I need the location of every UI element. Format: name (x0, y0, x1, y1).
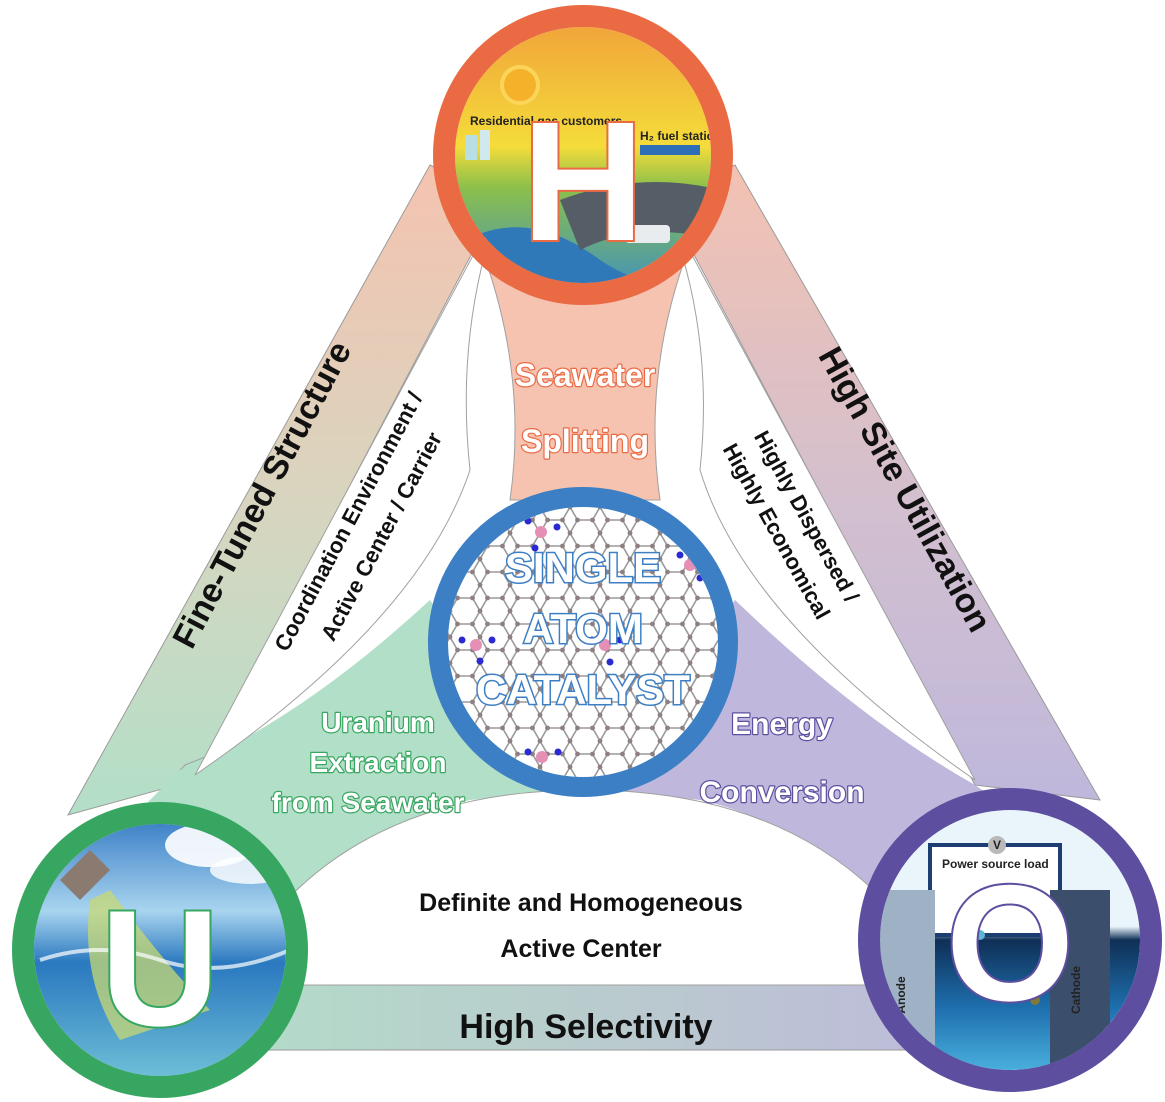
app-oxygen-line-2: Conversion (699, 776, 864, 809)
oxygen-ring (858, 788, 1162, 1092)
hydrogen-letter: H (522, 87, 645, 277)
edge-bottom-title: High Selectivity (459, 1008, 712, 1046)
oxygen-scene-image: V Power source load Anode Cathode (880, 810, 1140, 1070)
cathode-label: Cathode (1069, 966, 1083, 1014)
node-hydrogen[interactable]: Residential gas customers H₂ fuel statio… (433, 5, 733, 305)
hydrogen-scene-image: Residential gas customers H₂ fuel statio… (455, 27, 721, 283)
oxygen-letter: O (946, 851, 1074, 1035)
edge-bottom: Definite and Homogeneous Active Center H… (419, 889, 743, 1046)
app-hydrogen-line-1: Seawater (515, 357, 656, 393)
edge-bottom-detail-1: Definite and Homogeneous (419, 889, 743, 917)
sun-icon (500, 65, 540, 105)
app-oxygen-line-1: Energy (731, 708, 833, 741)
right-lens (664, 204, 976, 781)
uranium-letter: U (100, 876, 219, 1060)
application-hydrogen: Seawater Splitting (514, 356, 657, 460)
edge-bottom-detail-2: Active Center (500, 935, 661, 963)
node-oxygen[interactable]: V Power source load Anode Cathode O (858, 788, 1162, 1092)
app-uranium-line-3: from Seawater (272, 787, 465, 818)
left-lens (194, 204, 501, 776)
graphene-lattice-image (448, 507, 718, 777)
voltmeter-icon (988, 836, 1006, 854)
app-uranium-line-1: Uranium (321, 707, 435, 738)
node-catalyst[interactable]: SINGLE ATOM CATALYST (428, 487, 738, 797)
catalyst-line-3: CATALYST (476, 666, 690, 713)
catalyst-ring (428, 487, 738, 797)
triangle-frame (66, 164, 1101, 1051)
hydrogen-ring (433, 5, 733, 305)
app-hydrogen-line-2: Splitting (521, 423, 649, 459)
app-uranium-line-2: Extraction (310, 747, 447, 778)
scene-label-fuel-station: H₂ fuel station (640, 129, 721, 143)
uranium-scene-image (34, 824, 286, 1076)
catalyst-line-1: SINGLE (505, 544, 661, 591)
power-source-label: Power source load (942, 857, 1049, 871)
anode-label: Anode (894, 976, 908, 1014)
uranium-ring (12, 802, 308, 1098)
voltmeter-label: V (993, 838, 1001, 852)
catalyst-line-2: ATOM (523, 605, 643, 652)
application-uranium: Uranium Extraction from Seawater (270, 706, 465, 819)
node-uranium[interactable]: U (12, 802, 308, 1098)
scene-label-residential: Residential gas customers (470, 114, 622, 128)
application-oxygen: Energy Conversion (698, 707, 865, 810)
